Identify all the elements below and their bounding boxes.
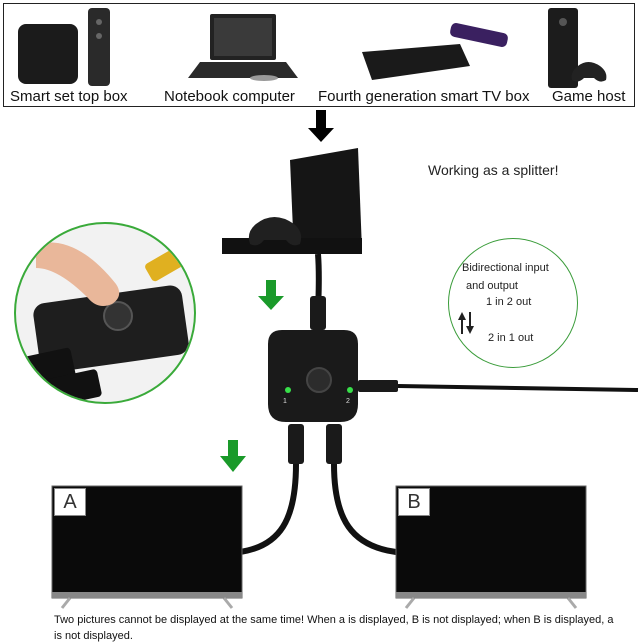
down-arrow-black-icon (308, 110, 334, 142)
led-port-2-icon (347, 387, 353, 393)
switch-button (306, 367, 332, 393)
tv-b-stand (404, 597, 578, 609)
controller-image (571, 62, 607, 82)
remote-image (88, 8, 110, 86)
power-cable (397, 384, 639, 392)
tv-box-image (362, 44, 470, 80)
zoom-detail-image (21, 242, 189, 402)
caption-notebook: Notebook computer (164, 88, 295, 105)
set-top-box-image (18, 24, 78, 84)
down-arrow-green-icon-2 (220, 440, 246, 472)
info-line-3: 1 in 2 out (486, 296, 532, 308)
tv-box-remote-image (450, 23, 508, 47)
info-line-4: 2 in 1 out (488, 332, 534, 344)
hdmi-cable-output-a (239, 463, 299, 555)
device-source-frame (3, 3, 635, 107)
hdmi-cable-output-b (331, 463, 397, 555)
led-port-1-icon (285, 387, 291, 393)
caption-tv-box: Fourth generation smart TV box (318, 88, 530, 105)
ps4-console-image (290, 148, 362, 254)
zoom-detail-circle (14, 222, 196, 404)
footer-note: Two pictures cannot be displayed at the … (54, 614, 614, 642)
down-arrow-green-icon (258, 280, 284, 310)
caption-game-host: Game host (552, 88, 626, 105)
splitter-title: Working as a splitter! (428, 162, 559, 178)
info-line-1: Bidirectional input (462, 262, 549, 274)
ps4-controller-image (248, 217, 302, 246)
game-host-image (548, 8, 578, 88)
port-1-label: 1 (283, 398, 287, 405)
info-line-2: and output (466, 280, 518, 292)
tv-a-label: A (54, 488, 86, 516)
info-circle (448, 238, 578, 368)
notebook-base-image (188, 62, 298, 78)
tv-b-label: B (398, 488, 430, 516)
port-2-label: 2 (346, 398, 350, 405)
caption-set-top-box: Smart set top box (10, 88, 128, 105)
tv-a-stand (60, 597, 234, 609)
